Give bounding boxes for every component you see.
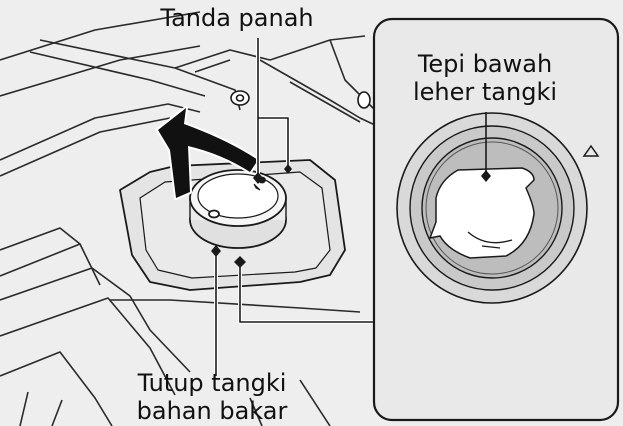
body-panel-lines bbox=[0, 11, 376, 426]
fuel-cap bbox=[189, 169, 287, 249]
triangle-marker-icon bbox=[582, 144, 600, 157]
inset-panel bbox=[372, 17, 620, 422]
leader-diamonds bbox=[211, 164, 292, 268]
fuel-cap-line-2: bahan bakar bbox=[136, 397, 288, 425]
arrow-mark-label: Tanda panah bbox=[137, 4, 337, 32]
tank-neck-lower-edge-line-2: leher tangki bbox=[412, 78, 558, 106]
fuel-cap-label: Tutup tangki bahan bakar bbox=[112, 369, 312, 425]
leader-lines-ink bbox=[215, 38, 378, 376]
fuel-cap-line-1: Tutup tangki bbox=[137, 369, 287, 397]
tank-neck-lower-edge-label: Tepi bawah leher tangki bbox=[400, 50, 570, 106]
arrow-mark-text: Tanda panah bbox=[160, 4, 314, 32]
counterclockwise-arrow-icon bbox=[156, 106, 260, 200]
tank-neck-lower-edge-line-1: Tepi bawah bbox=[417, 50, 553, 78]
bolt-heads bbox=[230, 90, 371, 109]
